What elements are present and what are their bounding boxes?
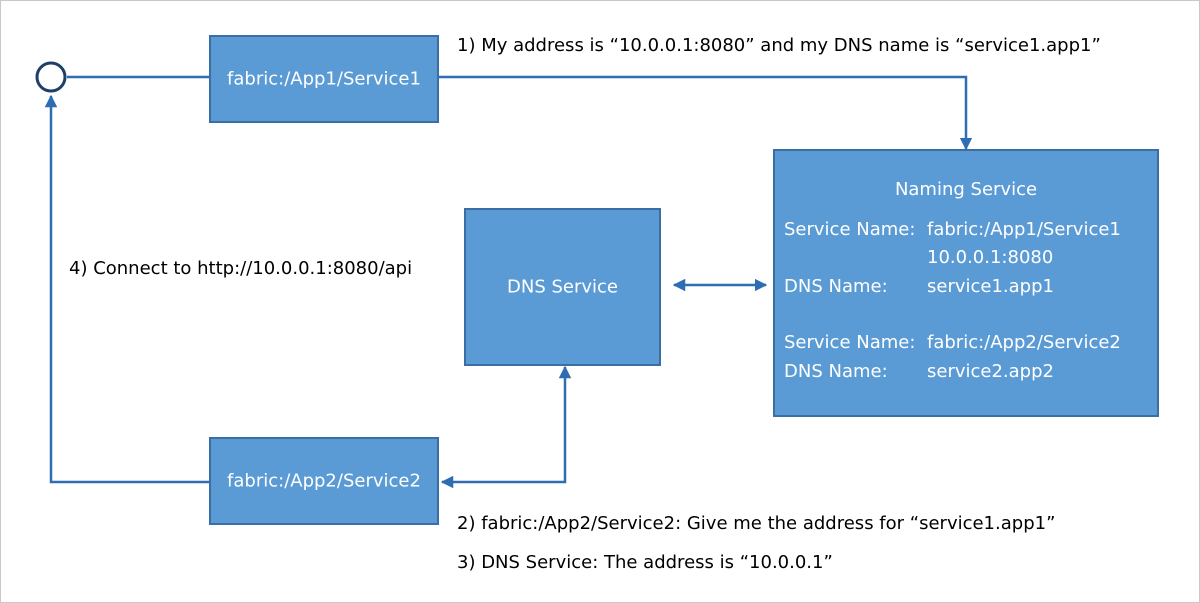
service2-box: fabric:/App2/Service2 — [209, 437, 439, 525]
naming-entry-key: DNS Name: — [784, 276, 888, 297]
register-arrow — [439, 75, 973, 151]
step-1-register: 1) My address is “10.0.0.1:8080” and my … — [457, 35, 1101, 56]
step-2-lookup: 2) fabric:/App2/Service2: Give me the ad… — [457, 513, 1056, 534]
endpoint-circle-icon — [35, 61, 67, 93]
dns-service-box: DNS Service — [464, 208, 661, 366]
naming-entry-value: 10.0.0.1:8080 — [927, 247, 1054, 268]
service1-label: fabric:/App1/Service1 — [227, 68, 421, 90]
naming-service-title: Naming Service — [894, 179, 1038, 200]
naming-entry-key: DNS Name: — [784, 361, 888, 382]
naming-entry-key: Service Name: — [784, 332, 916, 353]
naming-entry-value: fabric:/App2/Service2 — [927, 332, 1121, 353]
naming-service-box: Naming Service Service Name: fabric:/App… — [773, 149, 1159, 417]
naming-entry-key: Service Name: — [784, 219, 916, 240]
naming-entry-value: service1.app1 — [927, 276, 1054, 297]
step-4-connect: 4) Connect to http://10.0.0.1:8080/api — [69, 258, 413, 279]
naming-entry-value: service2.app2 — [927, 361, 1054, 382]
lookup-arrow — [440, 365, 572, 489]
connect-arrow — [44, 94, 209, 484]
dns-service-label: DNS Service — [507, 276, 618, 298]
naming-entry-value: fabric:/App1/Service1 — [927, 219, 1121, 240]
service1-box: fabric:/App1/Service1 — [209, 35, 439, 123]
step-3-response: 3) DNS Service: The address is “10.0.0.1… — [457, 552, 833, 573]
service2-label: fabric:/App2/Service2 — [227, 470, 421, 492]
